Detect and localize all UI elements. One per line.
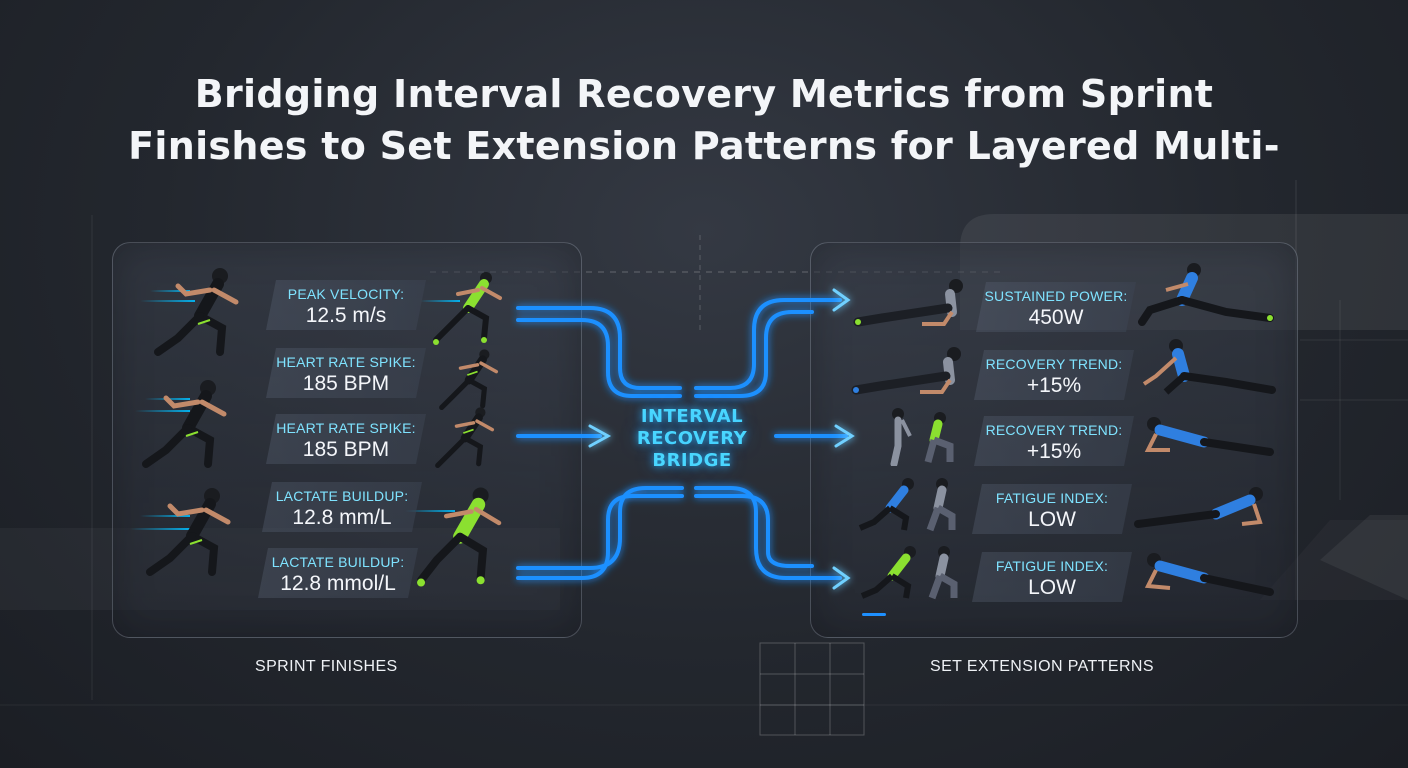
metric-value: +15% [1026,440,1082,463]
sprinter-figure-icon [435,407,495,469]
metric-label: FATIGUE INDEX: [995,558,1109,574]
squat-figure-icon [890,408,954,466]
title-line-1: Bridging Interval Recovery Metrics from … [194,72,1214,116]
speed-streak [140,300,195,302]
metric-card-peak-velocity: PEAK VELOCITY: 12.5 m/s [266,280,426,330]
speed-streak [150,290,190,292]
metric-value: 185 BPM [302,438,390,461]
interval-recovery-bridge-label: INTERVAL RECOVERY BRIDGE [612,406,772,472]
plank-figure-icon [1134,487,1263,528]
speed-streak [135,410,190,412]
squat-figure-icon [860,546,958,600]
metric-value: 185 BPM [302,372,390,395]
metric-value: LOW [1028,508,1076,531]
sprinter-figure-icon [154,268,239,356]
metric-card-fatigue-index: FATIGUE INDEX: LOW [972,484,1132,534]
metric-value: 12.8 mmol/L [280,572,396,595]
metric-value: 12.5 m/s [305,304,387,327]
caption-set-extension-patterns: SET EXTENSION PATTERNS [930,658,1154,675]
bridge-connector [516,288,855,590]
metric-label: LACTATE BUILDUP: [271,554,405,570]
metric-label: RECOVERY TREND: [985,422,1123,438]
metric-card-heart-rate: HEART RATE SPIKE: 185 BPM [266,414,426,464]
sprinter-figure-icon [433,272,502,345]
caption-sprint-finishes: SPRINT FINISHES [255,658,398,675]
plank-figure-icon [853,279,963,327]
metric-label: HEART RATE SPIKE: [276,354,416,370]
metric-label: FATIGUE INDEX: [995,490,1109,506]
sprinter-figure-icon [417,487,502,587]
metric-label: RECOVERY TREND: [985,356,1123,372]
bridge-label-line: BRIDGE [652,450,732,471]
bridge-label-line: INTERVAL [640,406,744,427]
metric-card-lactate: LACTATE BUILDUP: 12.8 mmol/L [258,548,418,598]
metric-card-heart-rate: HEART RATE SPIKE: 185 BPM [266,348,426,398]
speed-streak [140,515,190,517]
metric-label: LACTATE BUILDUP: [275,488,409,504]
page-title: Bridging Interval Recovery Metrics from … [0,68,1408,172]
speed-streak [405,510,455,512]
title-line-2: Finishes to Set Extension Patterns for L… [128,124,1280,168]
sprinter-figure-icon [142,380,227,468]
metric-value: LOW [1028,576,1076,599]
lunge-figure-icon [1142,339,1276,395]
sprinter-figure-icon [146,488,231,576]
metric-card-fatigue-index: FATIGUE INDEX: LOW [972,552,1132,602]
metric-value: 12.8 mm/L [292,506,392,529]
accent-indicator [862,613,886,616]
metric-card-sustained-power: SUSTAINED POWER: 450W [976,282,1136,332]
metric-card-recovery-trend: RECOVERY TREND: +15% [974,416,1134,466]
squat-figure-icon [858,478,956,532]
metric-value: 450W [1028,306,1084,329]
sprinter-figure-icon [439,349,499,411]
lunge-figure-icon [1138,263,1274,326]
plank-figure-icon [1144,417,1274,456]
speed-streak [130,528,190,530]
bridge-label-line: RECOVERY [636,428,748,449]
metric-value: +15% [1026,374,1082,397]
metric-label: SUSTAINED POWER: [984,288,1128,304]
metric-card-lactate: LACTATE BUILDUP: 12.8 mm/L [262,482,422,532]
metric-label: PEAK VELOCITY: [287,286,405,302]
metric-card-recovery-trend: RECOVERY TREND: +15% [974,350,1134,400]
plank-figure-icon [851,347,961,395]
metric-label: HEART RATE SPIKE: [276,420,416,436]
speed-streak [420,300,460,302]
plank-figure-icon [1144,553,1274,596]
